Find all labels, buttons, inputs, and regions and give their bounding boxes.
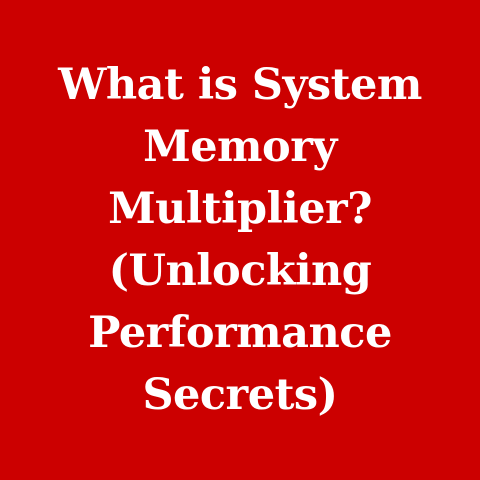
title-line-1: What is System [58,60,422,110]
title-line-6: Secrets) [142,370,338,420]
title-line-2: Memory [143,122,337,172]
title-line-4: (Unlocking [108,246,372,296]
page-title: What is System Memory Multiplier? (Unloc… [58,54,422,426]
title-line-3: Multiplier? [108,184,372,234]
title-line-5: Performance [88,308,392,358]
